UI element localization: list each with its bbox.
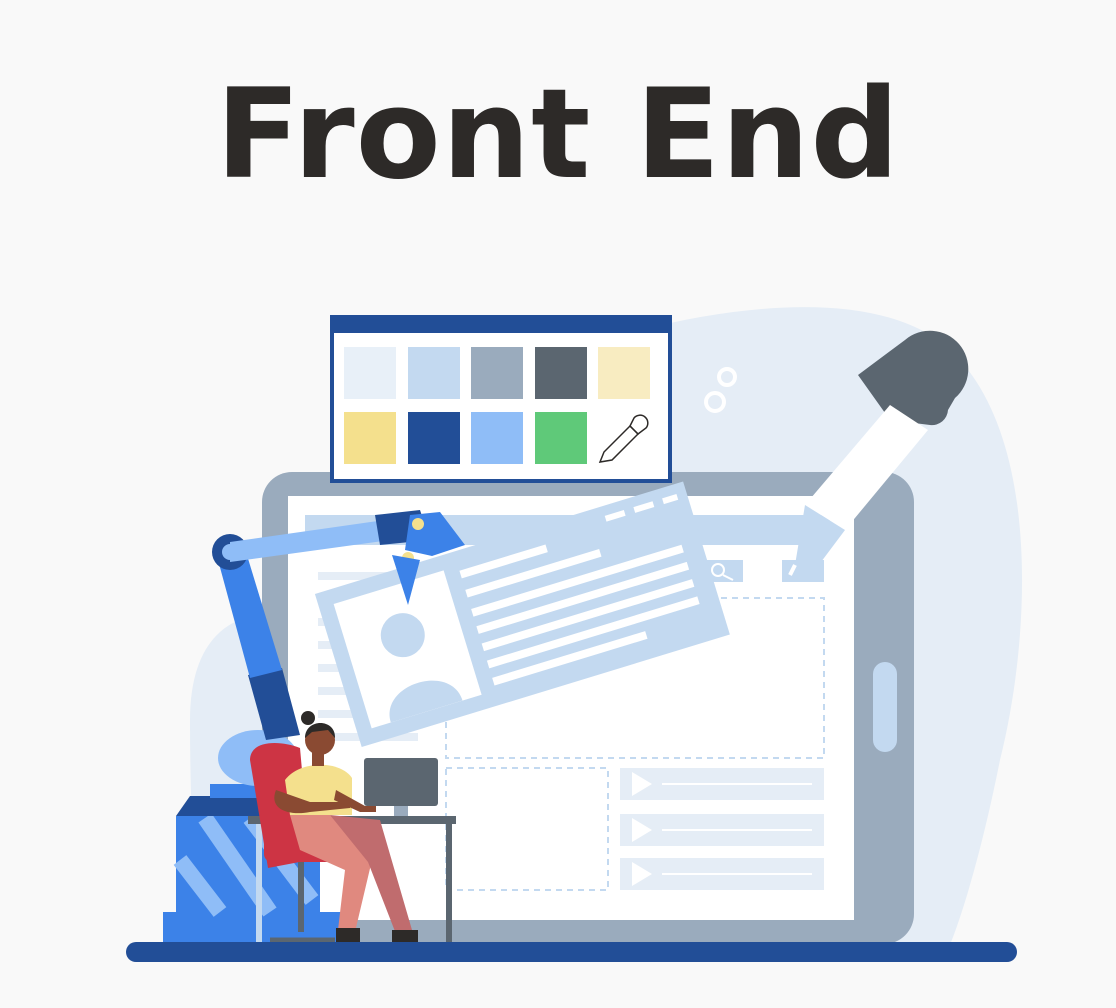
person-at-desk bbox=[248, 711, 456, 944]
play-icon[interactable] bbox=[632, 818, 652, 842]
color-palette-window bbox=[330, 315, 672, 483]
gear-icon bbox=[704, 367, 737, 413]
color-swatch[interactable] bbox=[598, 347, 650, 399]
color-swatch[interactable] bbox=[471, 412, 523, 464]
color-swatch[interactable] bbox=[344, 412, 396, 464]
user-avatar-icon bbox=[380, 613, 463, 723]
color-swatch[interactable] bbox=[535, 347, 587, 399]
color-swatch[interactable] bbox=[408, 347, 460, 399]
play-icon[interactable] bbox=[632, 862, 652, 886]
eyedropper-icon[interactable] bbox=[598, 414, 649, 463]
page-title: Front End bbox=[215, 63, 901, 207]
play-icon[interactable] bbox=[632, 772, 652, 796]
color-swatch[interactable] bbox=[344, 347, 396, 399]
search-icon[interactable] bbox=[711, 563, 734, 581]
eyedropper-tool bbox=[788, 330, 969, 576]
monitor-icon bbox=[364, 758, 438, 816]
media-row[interactable] bbox=[620, 768, 824, 800]
media-row[interactable] bbox=[620, 858, 824, 890]
floor-line bbox=[126, 942, 1017, 962]
color-swatch[interactable] bbox=[471, 347, 523, 399]
color-swatch[interactable] bbox=[408, 412, 460, 464]
color-swatch[interactable] bbox=[535, 412, 587, 464]
media-row[interactable] bbox=[620, 814, 824, 846]
profile-card bbox=[314, 481, 730, 748]
